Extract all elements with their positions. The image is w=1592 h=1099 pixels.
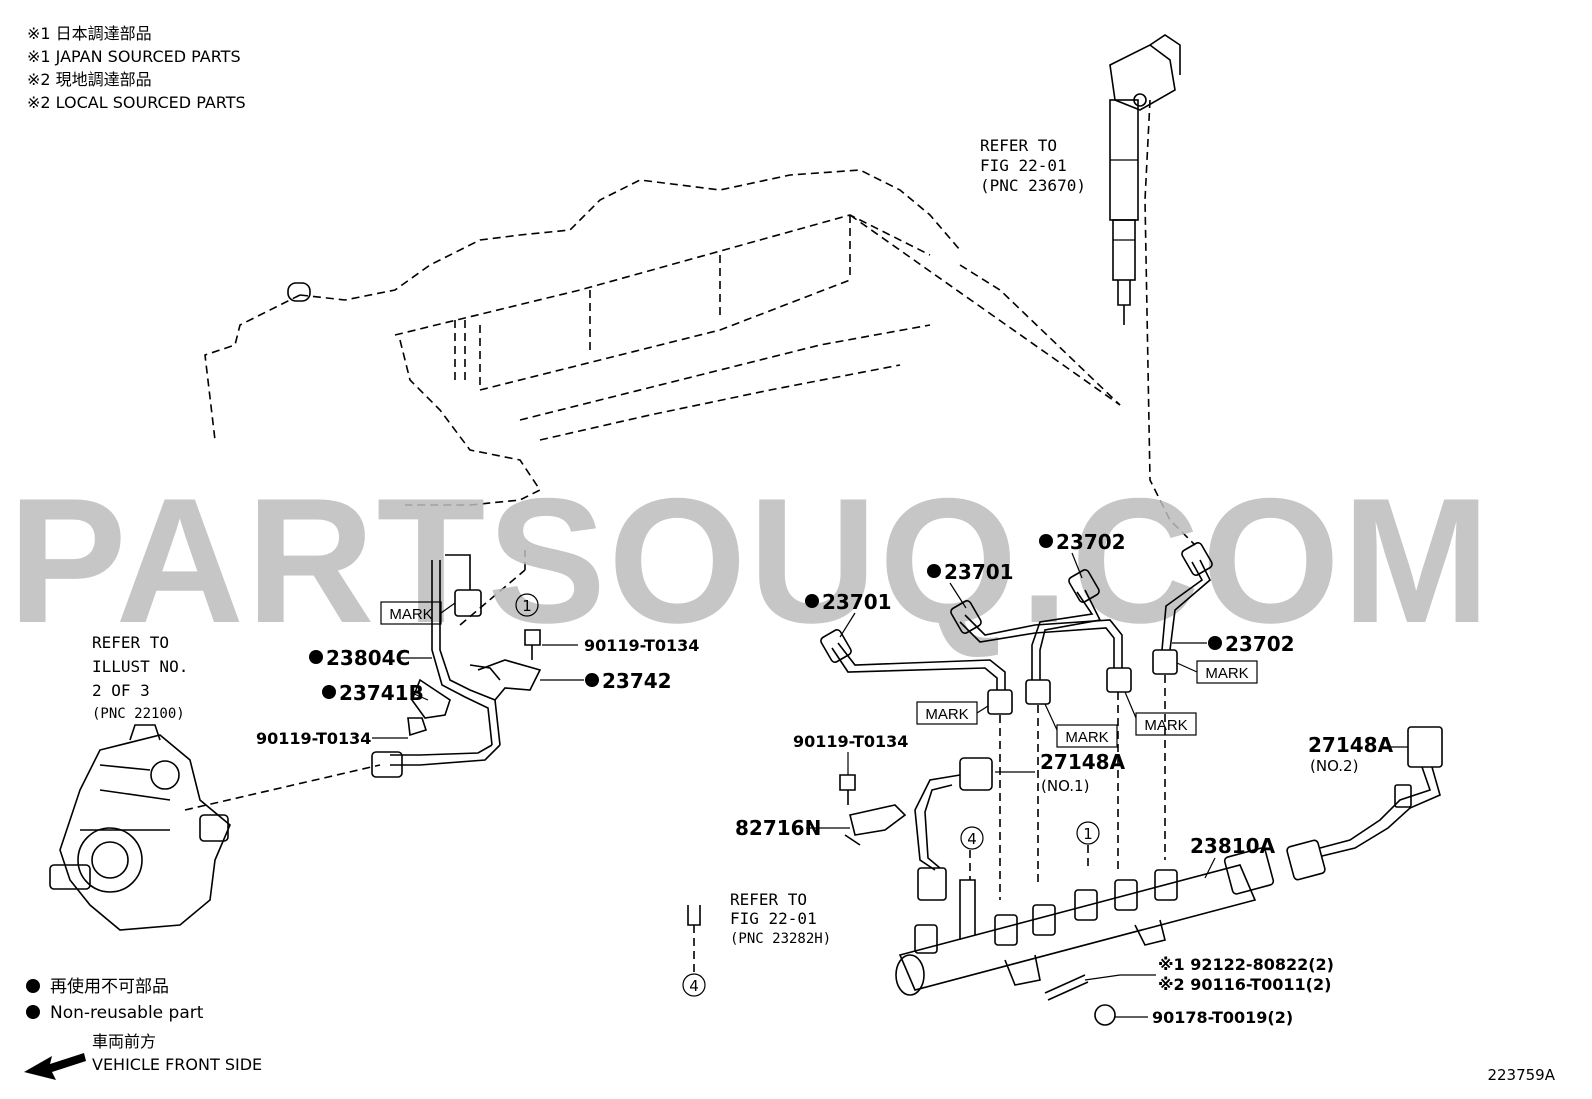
refer-pump-line3: 2 OF 3 [92,681,150,700]
part-27148a-no1-sub: (NO.1) [1041,777,1089,795]
legend-line-2: ※1 JAPAN SOURCED PARTS [27,47,241,66]
mark-box-23702a: MARK [1044,703,1118,748]
non-reusable-dot-icon-2 [26,1005,40,1019]
front-arrow-icon [24,1053,86,1080]
callout-stud[interactable]: ※1 92122-80822(2) ※2 90116-T0011(2) [1084,955,1334,994]
part-23804c-label: 23804C [326,646,410,670]
vehicle-front-legend: 車両前方 VEHICLE FRONT SIDE [24,1032,262,1080]
callout-23701-left[interactable]: 23701 [805,590,892,638]
figure-id: 223759A [1487,1066,1555,1084]
callout-90178[interactable]: 90178-T0019(2) [1115,1008,1293,1027]
mark-box-23701a-text: MARK [925,706,968,723]
legend-line-4: ※2 LOCAL SOURCED PARTS [27,93,246,112]
part-23701-right-label: 23701 [944,560,1014,584]
mark-box-23701b: MARK [1124,691,1197,736]
part-92122-label: ※1 92122-80822(2) [1158,955,1334,974]
part-23701-left-label: 23701 [822,590,892,614]
refer-plug: REFER TO FIG 22-01 (PNC 23282H) [730,890,831,947]
part-23742-label: 23742 [602,669,672,693]
refer-pump-line2: ILLUST NO. [92,657,188,676]
callout-90119-top[interactable]: 90119-T0134 [542,636,699,655]
part-27148a-no2-sub: (NO.2) [1310,757,1358,775]
mark-box-23701b-text: MARK [1144,717,1187,734]
callout-90119-left[interactable]: 90119-T0134 [256,729,408,748]
callout-23742[interactable]: 23742 [540,669,672,693]
sourcing-legend: ※1 日本調達部品 ※1 JAPAN SOURCED PARTS ※2 現地調達… [27,22,246,114]
callout-23741b[interactable]: 23741B [322,681,429,705]
part-90119-left-label: 90119-T0134 [256,729,371,748]
refer-injector-line2: FIG 22-01 [980,156,1067,175]
refer-plug-line2: FIG 22-01 [730,909,817,928]
watermark-text: PARTSOUQ.COM [8,461,1492,660]
non-reusable-en: Non-reusable part [50,1003,204,1023]
refer-pump-line4: (PNC 22100) [92,706,185,722]
circle-ref-4-plug-text: 4 [689,977,699,995]
callout-23701-right[interactable]: 23701 [927,560,1014,609]
circle-ref-1-left-text: 1 [522,597,532,615]
refer-injector: REFER TO FIG 22-01 (PNC 23670) [980,136,1086,195]
legend-line-3: ※2 現地調達部品 [27,70,152,89]
part-90119-sensor-label: 90119-T0134 [793,732,908,751]
circle-ref-1-left: 1 [515,593,539,617]
callout-90119-sensor[interactable]: 90119-T0134 [793,732,908,775]
refer-plug-line3: (PNC 23282H) [730,931,831,947]
refer-injector-line3: (PNC 23670) [980,176,1086,195]
callout-23702-right[interactable]: 23702 [1172,632,1295,656]
refer-pump-line1: REFER TO [92,633,169,652]
mark-box-23702b-text: MARK [1205,665,1248,682]
part-23741b-label: 23741B [339,681,424,705]
non-reusable-legend: 再使用不可部品 Non-reusable part [26,976,204,1023]
part-23810a-label: 23810A [1190,834,1276,858]
part-90178-label: 90178-T0019(2) [1152,1008,1293,1027]
part-27148a-no2-label: 27148A [1308,733,1394,757]
refer-injector-line1: REFER TO [980,136,1057,155]
front-jp: 車両前方 [92,1032,156,1051]
part-27148a-no1-label: 27148A [1040,750,1126,774]
refer-pump: REFER TO ILLUST NO. 2 OF 3 (PNC 22100) [92,633,188,722]
mark-box-left: MARK [380,601,456,625]
circle-ref-4-plug: 4 [682,973,706,997]
non-reusable-jp: 再使用不可部品 [50,976,169,997]
front-en: VEHICLE FRONT SIDE [92,1055,262,1074]
legend-line-1: ※1 日本調達部品 [27,24,152,43]
callout-23702-top[interactable]: 23702 [1039,530,1126,579]
circle-ref-4-sensor-text: 4 [967,830,977,848]
circle-ref-1-rail: 1 [1076,821,1100,845]
callout-27148a-no2[interactable]: 27148A (NO.2) [1308,733,1408,775]
callout-82716n[interactable]: 82716N [735,816,850,840]
part-23702-top-label: 23702 [1056,530,1126,554]
part-90119-top-label: 90119-T0134 [584,636,699,655]
part-90116-label: ※2 90116-T0011(2) [1158,975,1331,994]
callout-23810a[interactable]: 23810A [1190,834,1276,879]
non-reusable-dot-icon [26,979,40,993]
mark-box-23702a-text: MARK [1065,729,1108,746]
refer-plug-line1: REFER TO [730,890,807,909]
callout-27148a-no1[interactable]: 27148A (NO.1) [995,750,1126,795]
injector-illustration [1109,34,1181,325]
mark-box-23702b: MARK [1176,660,1258,684]
engine-outline [184,99,1196,811]
circle-ref-4-sensor: 4 [960,826,984,850]
callout-23804c[interactable]: 23804C [309,646,432,670]
mark-box-left-text: MARK [389,606,432,623]
fuel-rail-illustration [895,847,1275,1026]
mark-box-23701a: MARK [916,701,989,725]
fuel-pump-illustration [49,724,231,931]
injection-pipes [820,542,1213,900]
part-23702-right-label: 23702 [1225,632,1295,656]
circle-ref-1-rail-text: 1 [1083,825,1093,843]
